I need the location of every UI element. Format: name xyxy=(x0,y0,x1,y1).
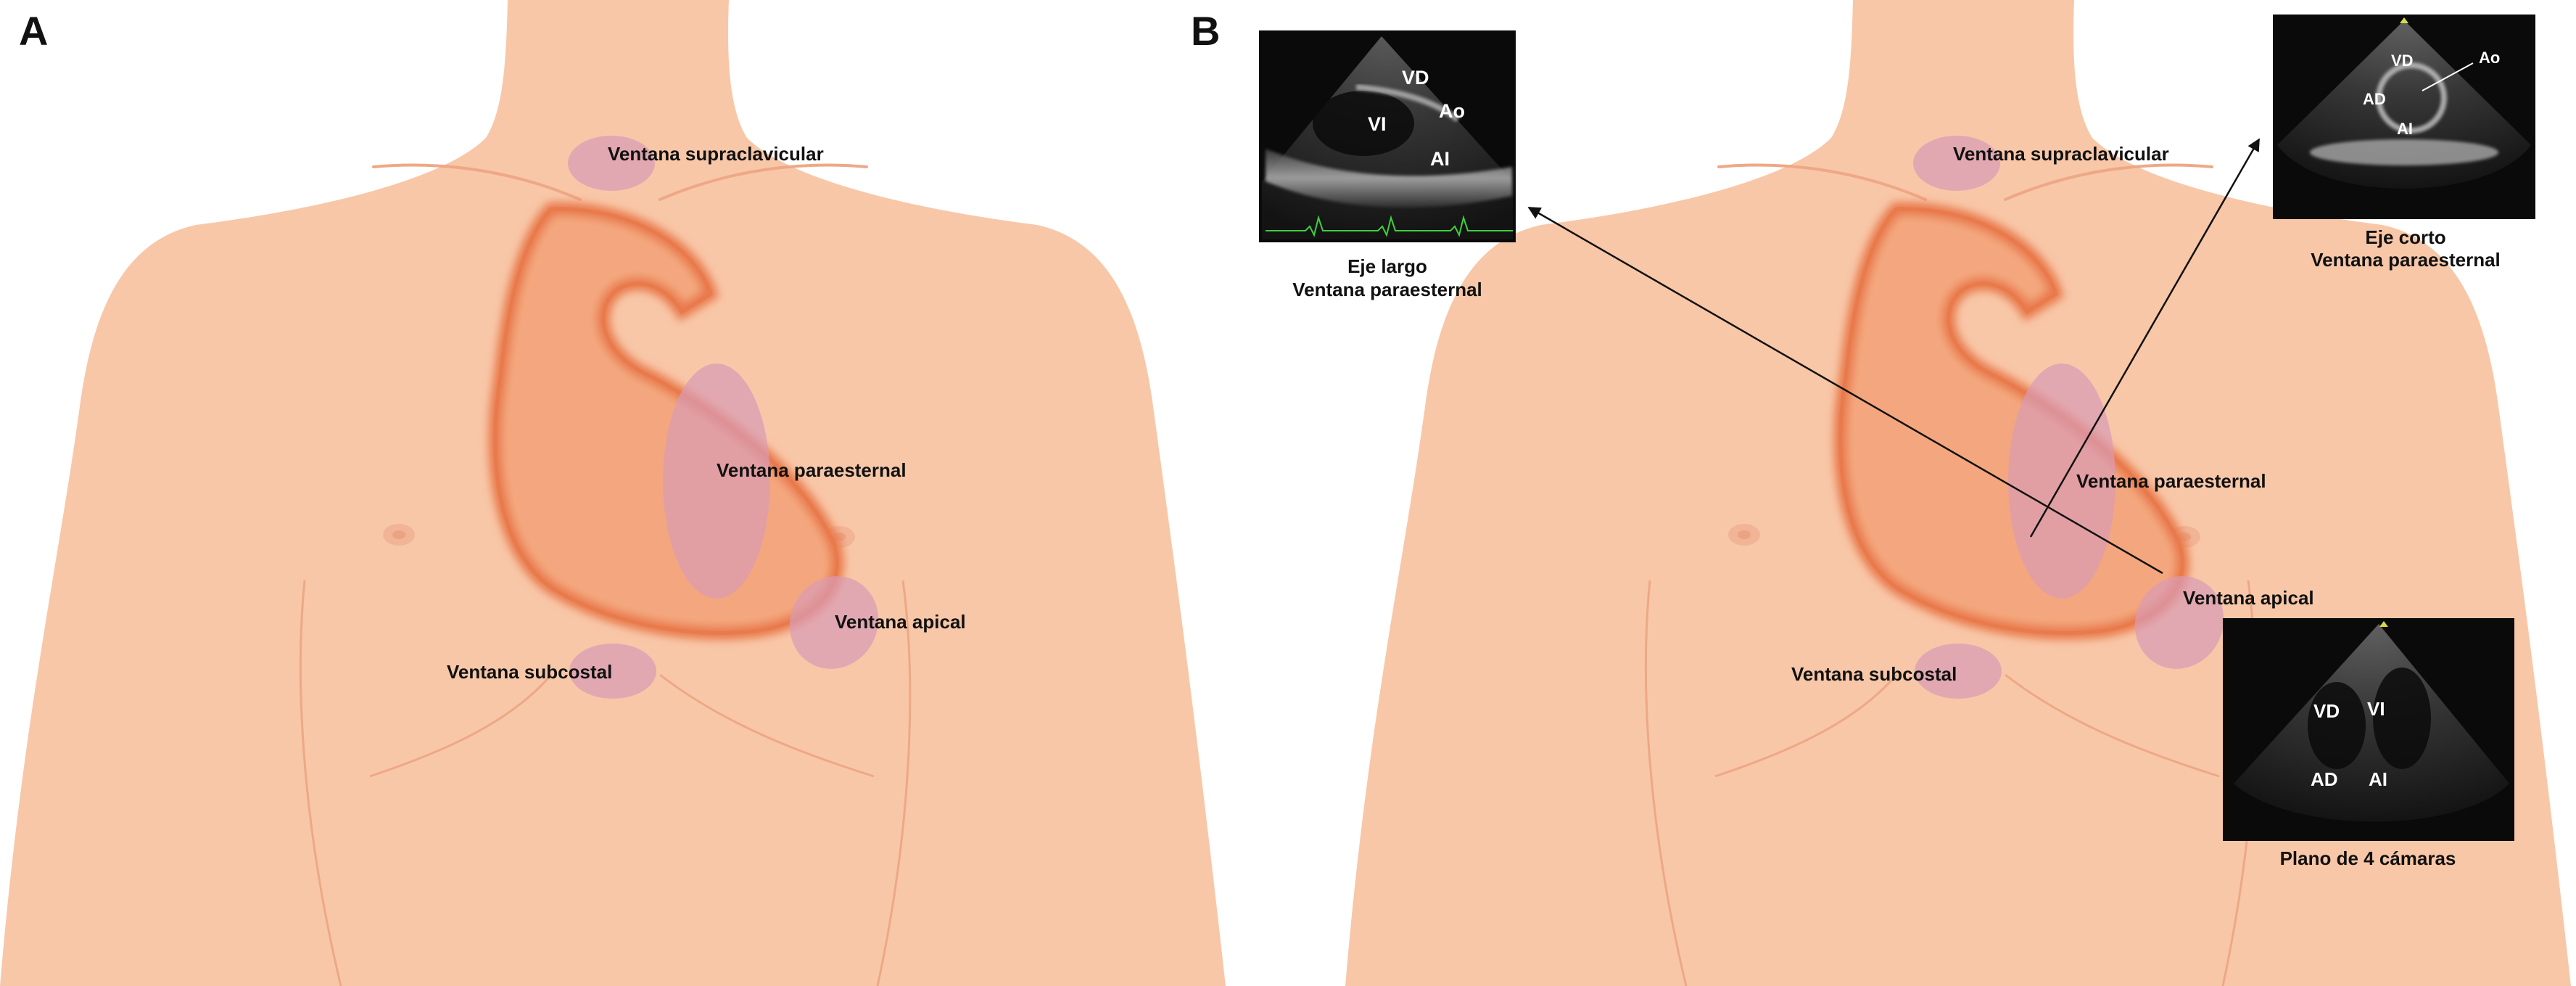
right-armpit-line-a xyxy=(876,580,912,986)
echo-short-axis-ao-pointer xyxy=(2422,62,2474,91)
echo-long-axis-caption-1: Eje largo xyxy=(1347,255,1427,277)
echo-short-axis-label-vd: VD xyxy=(2391,52,2414,70)
echo-four-chamber-lv xyxy=(2373,667,2431,769)
echo-short-axis-label-ad: AD xyxy=(2363,90,2386,108)
right-rib-line-a xyxy=(659,673,875,778)
echo-short-axis-marker xyxy=(2400,17,2408,23)
echo-long-axis-wall xyxy=(1266,149,1512,208)
label-supraclavicular-b: Ventana supraclavicular xyxy=(1953,143,2169,165)
echo-four-chamber-label-vi: VI xyxy=(2367,698,2385,720)
heart-outline-a xyxy=(493,207,839,635)
left-rib-line-a xyxy=(369,674,553,778)
window-supraclavicular-a xyxy=(568,136,655,191)
echo-short-axis-label-ao: Ao xyxy=(2479,49,2500,67)
panel-letter-b: B xyxy=(1191,8,1220,54)
echo-long-axis-label-ao: Ao xyxy=(1439,100,1465,122)
left-rib-line-b xyxy=(1714,674,1898,778)
echo-four-chamber-marker xyxy=(2379,621,2388,627)
left-nipple-core-a xyxy=(392,530,405,539)
window-paraesternal-a xyxy=(663,363,770,599)
panel-letter-a: A xyxy=(19,8,48,54)
left-clavicle-b xyxy=(1717,163,1927,201)
echo-short-axis-aorta xyxy=(2376,62,2447,133)
echo-long-axis-label-ai: AI xyxy=(1430,148,1450,170)
echo-four-chamber-label-ad: AD xyxy=(2311,768,2338,790)
window-subcostal-b xyxy=(1915,644,2002,699)
label-apical-b: Ventana apical xyxy=(2183,587,2314,609)
label-supraclavicular-a: Ventana supraclavicular xyxy=(608,143,824,165)
right-rib-line-b xyxy=(2005,673,2220,778)
echo-four-chamber-label-vd: VD xyxy=(2313,700,2340,722)
beam-short-axis xyxy=(2029,138,2261,538)
left-clavicle-a xyxy=(372,163,582,201)
label-paraesternal-b: Ventana paraesternal xyxy=(2076,470,2266,492)
heart-outline-b xyxy=(1838,207,2184,635)
panel-b: B Ventana supraclavicular Ventana paraes… xyxy=(1191,0,2571,986)
echo-long-axis-label-vd: VD xyxy=(1402,67,1429,89)
label-paraesternal-a: Ventana paraesternal xyxy=(717,459,907,481)
echo-short-axis-caption-2: Ventana paraesternal xyxy=(2311,249,2501,271)
label-subcostal-b: Ventana subcostal xyxy=(1791,663,1957,685)
window-subcostal-a xyxy=(569,644,656,699)
window-supraclavicular-b xyxy=(1913,136,2000,191)
echo-short-axis-caption-1: Eje corto xyxy=(2365,226,2445,248)
echo-four-chamber: VD VI AD AI Plano de 4 cámaras xyxy=(2223,618,2514,869)
acoustic-windows-a xyxy=(568,136,879,699)
panel-a: A Ventana supraclavicular Ventana parae xyxy=(0,0,1226,986)
window-apical-b xyxy=(2134,576,2224,669)
label-apical-a: Ventana apical xyxy=(835,611,966,633)
label-subcostal-a: Ventana subcostal xyxy=(447,661,612,683)
echo-long-axis-label-vi: VI xyxy=(1368,113,1387,135)
echo-short-axis-lower-wall xyxy=(2310,139,2498,165)
left-armpit-line-a xyxy=(299,580,342,986)
echo-four-chamber-label-ai: AI xyxy=(2369,768,2387,790)
window-apical-a xyxy=(789,576,879,669)
echo-long-axis-septum xyxy=(1355,84,1460,123)
echo-long-axis: VD VI Ao AI Eje largo Ventana paraestern… xyxy=(1259,30,1516,300)
echo-long-axis-caption-2: Ventana paraesternal xyxy=(1292,279,1482,300)
echo-short-axis-label-ai: AI xyxy=(2397,120,2413,138)
echo-four-chamber-caption: Plano de 4 cámaras xyxy=(2280,847,2456,869)
echo-long-axis-lv-cavity xyxy=(1313,91,1414,156)
echo-four-chamber-rv xyxy=(2308,682,2366,769)
left-armpit-line-b xyxy=(1644,580,1688,986)
echo-short-axis: VD Ao AD AI Eje corto Ventana paraestern… xyxy=(2273,15,2535,271)
left-nipple-core-b xyxy=(1738,530,1751,539)
echo-long-axis-ecg xyxy=(1266,215,1513,237)
right-clavicle-b xyxy=(2004,163,2213,201)
beam-long-axis xyxy=(1527,206,2163,575)
right-clavicle-a xyxy=(659,163,868,201)
